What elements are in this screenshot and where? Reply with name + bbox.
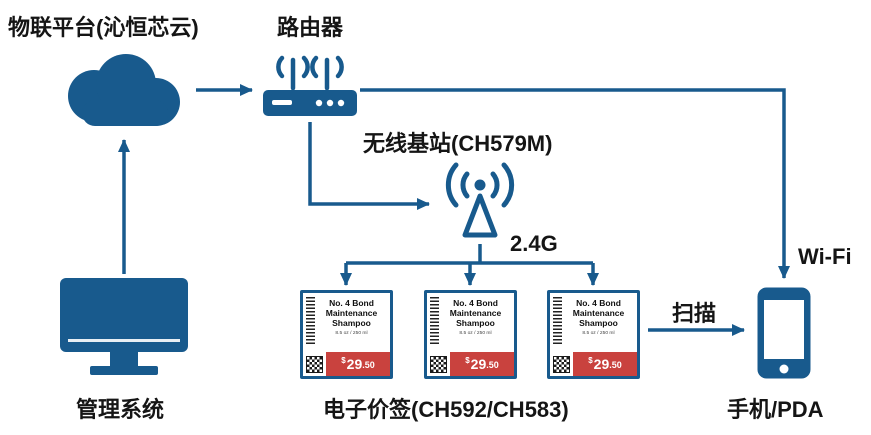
- barcode-icon: [553, 297, 562, 345]
- price-decimal: .50: [609, 360, 622, 370]
- price-decimal: .50: [362, 360, 375, 370]
- tag-subtitle: 8.5 oz / 250 ml: [335, 330, 368, 336]
- price-decimal: .50: [486, 360, 499, 370]
- price-tag-3: No. 4 Bond Maintenance Shampoo 8.5 oz / …: [547, 290, 640, 379]
- price-currency: $: [341, 356, 346, 365]
- base-station-icon: [437, 158, 523, 242]
- tag-title-line1: No. 4 Bond: [453, 298, 498, 308]
- tag-title-line2: Maintenance: [449, 308, 502, 319]
- base-station-waves: [445, 162, 515, 208]
- label-base-station: 无线基站(CH579M): [363, 131, 553, 156]
- price-integer: 29: [470, 356, 487, 372]
- tag-price: $29.50: [326, 352, 390, 376]
- price-tag-1: No. 4 Bond Maintenance Shampoo 8.5 oz / …: [300, 290, 393, 379]
- base-station-tower: [462, 193, 498, 238]
- tag-subtitle: 8.5 oz / 250 ml: [582, 330, 615, 336]
- tag-title-line2: Maintenance: [572, 308, 625, 319]
- label-phone-pda: 手机/PDA: [727, 397, 824, 422]
- label-esl: 电子价签(CH592/CH583): [323, 397, 569, 422]
- phone-icon: [756, 286, 812, 380]
- price-integer: 29: [346, 356, 363, 372]
- label-iot-platform: 物联平台(沁恒芯云): [8, 15, 199, 40]
- label-router: 路由器: [277, 15, 344, 40]
- label-scan: 扫描: [672, 301, 717, 326]
- qr-code-icon: [303, 352, 326, 376]
- tag-price: $29.50: [573, 352, 637, 376]
- tag-subtitle: 8.5 oz / 250 ml: [459, 330, 492, 336]
- edge-router-wifi-to-phone: [360, 88, 790, 279]
- tag-title-line1: No. 4 Bond: [576, 298, 621, 308]
- barcode-icon: [430, 297, 439, 345]
- price-tag-2: No. 4 Bond Maintenance Shampoo 8.5 oz / …: [424, 290, 517, 379]
- router-antennas: [276, 55, 344, 91]
- price-integer: 29: [593, 356, 610, 372]
- router-icon: [262, 46, 358, 120]
- label-rf-2-4g: 2.4G: [510, 231, 558, 256]
- tag-title-line2: Maintenance: [325, 308, 378, 319]
- label-wifi: Wi-Fi: [798, 244, 852, 269]
- price-currency: $: [465, 356, 470, 365]
- cloud-icon: [52, 42, 192, 134]
- price-currency: $: [588, 356, 593, 365]
- tag-title-line3: Shampoo: [456, 318, 495, 329]
- barcode-icon: [306, 297, 315, 345]
- tag-title-line3: Shampoo: [579, 318, 618, 329]
- tag-title-line1: No. 4 Bond: [329, 298, 374, 308]
- tag-price: $29.50: [450, 352, 514, 376]
- tag-title-line3: Shampoo: [332, 318, 371, 329]
- label-management-system: 管理系统: [76, 397, 165, 422]
- monitor-icon: [60, 278, 188, 380]
- qr-code-icon: [427, 352, 450, 376]
- router-body: [263, 90, 357, 116]
- qr-code-icon: [550, 352, 573, 376]
